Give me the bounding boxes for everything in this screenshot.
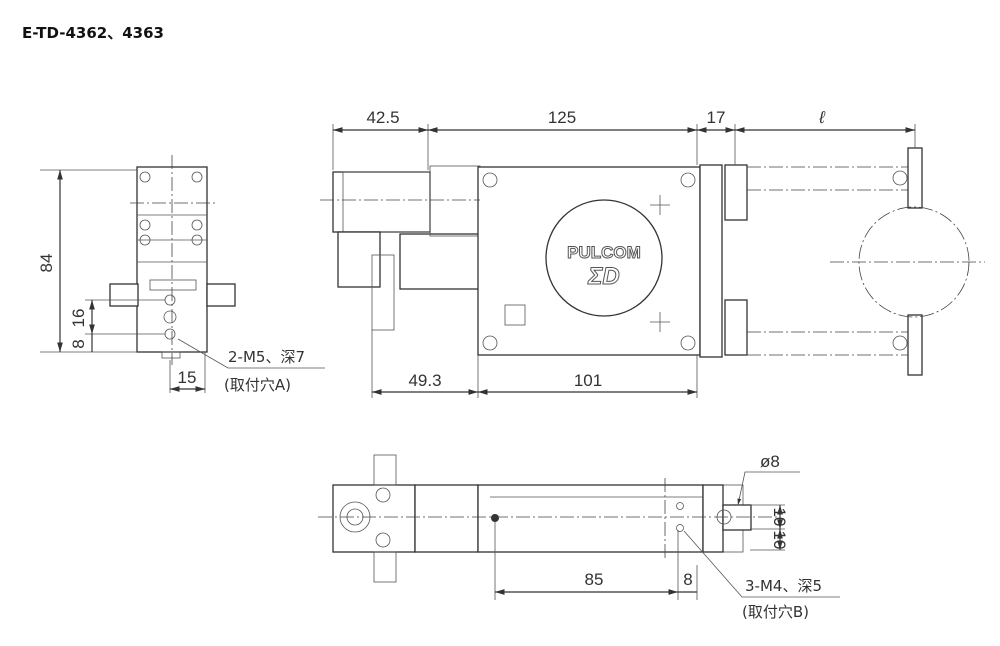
mount-hole-a-label: (取付穴A)	[224, 376, 291, 394]
drawing-title: E-TD-4362、4363	[22, 24, 164, 42]
dim-85: 85	[585, 570, 604, 589]
mount-hole-a-spec: 2-M5、深7	[228, 348, 305, 366]
dim-49-3: 49.3	[408, 371, 441, 390]
dim-16: 16	[69, 309, 88, 328]
dim-8: 8	[69, 339, 88, 348]
dim-15: 15	[178, 368, 197, 387]
dim-42-5: 42.5	[366, 108, 399, 127]
dim-10-upper: 10	[770, 508, 789, 527]
pulcom-logo	[545, 199, 663, 317]
mount-hole-b-label: (取付穴B)	[742, 603, 809, 621]
dim-125: 125	[548, 108, 576, 127]
dim-stroke-l: ℓ	[818, 108, 825, 127]
dim-height-84: 84	[37, 254, 56, 273]
dim-17: 17	[707, 108, 726, 127]
mount-hole-b-spec: 3-M4、深5	[745, 577, 822, 595]
front-view: PULCOM ΣD 42.5 125 17 ℓ	[320, 108, 985, 398]
dim-10-lower: 10	[770, 531, 789, 550]
side-view: 84 16 8 15 2-M5、深7 (取付穴A)	[37, 155, 325, 394]
dim-diameter-8: ø8	[760, 452, 780, 471]
dim-8-bottom: 8	[683, 570, 692, 589]
dim-101: 101	[574, 371, 602, 390]
logo-text-sigma-d: ΣD	[587, 263, 620, 290]
logo-text-pulcom: PULCOM	[567, 243, 641, 262]
bottom-view: 85 8 ø8 10 10 3-M4、深5 (取付穴B)	[318, 452, 840, 621]
